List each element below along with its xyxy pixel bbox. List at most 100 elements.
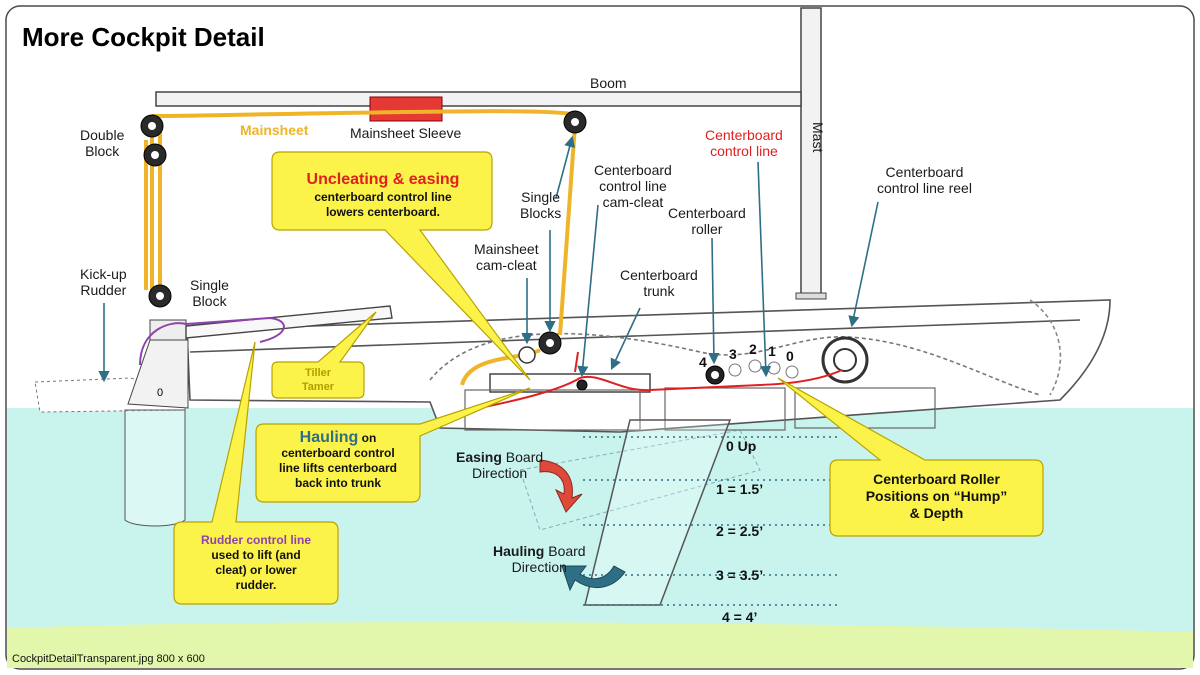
label-double-block-line1: Double <box>80 127 125 143</box>
label-mast: Mast <box>810 122 826 153</box>
label-double-block: Double Block <box>80 127 124 159</box>
label-cb-reel: Centerboard control line reel <box>877 164 972 196</box>
label-easing-board: Board <box>501 449 544 465</box>
label-easing-bold: Easing <box>456 449 502 465</box>
label-mainsheet-cam-cleat: Mainsheet cam-cleat <box>474 241 539 273</box>
label-cb-roller-line2: roller <box>691 221 723 237</box>
label-single-block-line2: Block <box>192 293 227 309</box>
callout-uncleating: Uncleating & easing centerboard control … <box>278 170 488 220</box>
callout-uncleating-head: Uncleating & easing <box>306 171 460 188</box>
centerboard-rollers <box>705 359 799 385</box>
label-tiller-line1: Tiller <box>304 367 332 379</box>
callout-rudder-line2: cleat) or lower <box>215 563 297 577</box>
label-hauling-direction: Hauling Board Direction <box>493 543 586 575</box>
callout-hauling-line2: line lifts centerboard <box>278 461 398 475</box>
depth-2: 2 = 2.5’ <box>716 523 764 539</box>
depth-lines <box>583 436 840 606</box>
callout-hauling-head: Hauling <box>299 429 359 446</box>
rudder-assembly <box>34 319 189 527</box>
label-mainsheet-sleeve: Mainsheet Sleeve <box>350 125 462 141</box>
mainsheet-cam-cleat-shape <box>518 346 536 364</box>
callout-uncleating-shape <box>271 151 531 381</box>
callout-uncleating-line2: lowers centerboard. <box>325 205 441 219</box>
label-cb-cam-cleat-line1: Centerboard <box>594 162 672 178</box>
callout-hauling-shape <box>255 387 531 503</box>
label-easing-direction-word: Direction <box>471 465 528 481</box>
centerboard-reel <box>821 336 869 384</box>
callout-tiller-tamer: Tiller Tamer <box>276 366 360 394</box>
rudder-angle-zero: 0 <box>157 387 163 399</box>
label-cb-cam-cleat-line2: control line <box>599 178 667 194</box>
label-boom: Boom <box>590 75 627 91</box>
callout-roller-line3: & Depth <box>909 505 964 521</box>
footer-filename: CockpitDetailTransparent.jpg 800 x 600 <box>12 653 205 665</box>
callout-hauling-line3: back into trunk <box>294 476 381 490</box>
callout-roller-line1: Centerboard Roller <box>873 471 1000 487</box>
label-cb-cam-cleat: Centerboard control line cam-cleat <box>594 162 672 210</box>
callout-rudder-line1: used to lift (and <box>211 548 301 562</box>
water-band <box>7 622 1193 668</box>
label-hauling-direction-word: Direction <box>511 559 567 575</box>
depth-0: 0 Up <box>726 438 757 454</box>
depth-3: 3 = 3.5’ <box>716 567 764 583</box>
centerboard-eased-outline <box>519 429 761 531</box>
callout-roller: Centerboard Roller Positions on “Hump” &… <box>834 471 1039 522</box>
callout-rudder-shape <box>173 341 339 605</box>
label-single-block-line1: Single <box>190 277 229 293</box>
mast <box>800 7 822 299</box>
label-single-block: Single Block <box>190 277 229 309</box>
callout-uncleating-line1: centerboard control line <box>314 190 452 204</box>
label-double-block-line2: Block <box>85 143 120 159</box>
label-cb-control-line-line2: control line <box>710 143 778 159</box>
mast-base <box>795 292 827 300</box>
label-cb-trunk-line2: trunk <box>643 283 675 299</box>
label-hauling-bold: Hauling <box>493 543 545 559</box>
label-cb-trunk: Centerboard trunk <box>620 267 698 299</box>
roller-position-4: 4 <box>699 354 707 370</box>
rudder-control-line <box>139 316 285 366</box>
centerboard-down <box>584 419 732 606</box>
mainsheet-sleeve <box>369 96 443 122</box>
label-easing-direction: Easing Board Direction <box>456 449 543 481</box>
label-single-blocks: Single Blocks <box>520 189 561 221</box>
label-single-blocks-line1: Single <box>521 189 561 205</box>
hull <box>186 299 1111 433</box>
callout-hauling-line1: centerboard control <box>281 446 395 460</box>
single-block-boom <box>563 110 587 134</box>
depth-1: 1 = 1.5’ <box>716 481 764 497</box>
tiller <box>185 305 393 339</box>
callout-rudder-head: Rudder control line <box>200 533 311 547</box>
label-mainsheet-cam-cleat-line2: cam-cleat <box>475 257 537 273</box>
label-cb-trunk-line1: Centerboard <box>620 267 698 283</box>
easing-arrow <box>539 459 583 513</box>
single-block-lower <box>148 284 172 308</box>
label-cb-cam-cleat-line3: cam-cleat <box>602 194 664 210</box>
label-cb-reel-line2: control line reel <box>877 180 972 196</box>
callout-rudder: Rudder control line used to lift (and cl… <box>176 533 336 593</box>
depth-4: 4 = 4’ <box>722 609 758 625</box>
label-mainsheet-cam-cleat-line1: Mainsheet <box>474 241 539 257</box>
roller-position-3: 3 <box>729 346 737 362</box>
roller-position-1: 1 <box>768 343 776 359</box>
label-single-blocks-line2: Blocks <box>520 205 562 221</box>
callout-roller-shape <box>777 377 1044 537</box>
leader-arrows <box>98 135 879 383</box>
centerboard-control-line <box>469 351 843 411</box>
roller-position-2: 2 <box>749 341 757 357</box>
label-kick-up-rudder: Kick-up Rudder <box>80 266 127 298</box>
hauling-arrow <box>561 565 626 592</box>
callout-hauling-head-rest: on <box>358 431 377 445</box>
label-cb-reel-line1: Centerboard <box>885 164 964 180</box>
label-kick-up-line1: Kick-up <box>80 266 127 282</box>
callout-rudder-line3: rudder. <box>235 578 277 592</box>
single-block-cockpit <box>538 331 562 355</box>
callout-tiller-shape <box>271 311 377 399</box>
roller-position-0: 0 <box>786 348 794 364</box>
label-cb-roller-line1: Centerboard <box>668 205 746 221</box>
page-title: More Cockpit Detail <box>22 22 265 52</box>
label-mainsheet: Mainsheet <box>240 122 309 138</box>
label-cb-control-line-line1: Centerboard <box>705 127 783 143</box>
label-cb-roller: Centerboard roller <box>668 205 746 237</box>
label-cb-control-line: Centerboard control line <box>705 127 783 159</box>
